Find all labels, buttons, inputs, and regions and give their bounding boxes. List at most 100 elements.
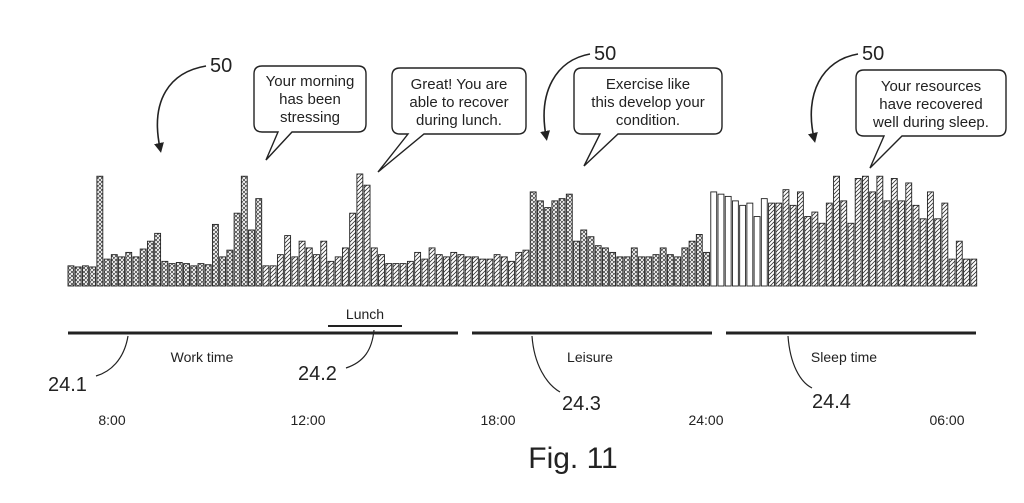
bubble-4-line-1: Your resources — [881, 78, 981, 95]
bar — [601, 247, 609, 287]
arrow-50-2-label: 50 — [594, 43, 616, 65]
bubble-2-line-1: Great! You are — [411, 76, 508, 93]
bar — [327, 260, 335, 287]
bar — [154, 232, 162, 287]
segment-leisure-ref: 24.3 — [562, 393, 601, 415]
bar — [428, 247, 436, 287]
bar — [616, 256, 624, 287]
bar — [695, 234, 703, 287]
bar — [638, 256, 645, 287]
bar — [789, 204, 797, 287]
bar — [551, 200, 559, 287]
bar — [67, 265, 75, 287]
bar — [313, 254, 320, 287]
bar — [457, 254, 465, 287]
bar — [941, 202, 949, 287]
bar — [515, 251, 523, 287]
bar — [471, 256, 479, 287]
bar — [796, 191, 804, 287]
bar — [861, 175, 869, 287]
bar — [269, 265, 277, 287]
bar — [883, 200, 891, 287]
arrow-50-1: 50 — [154, 55, 232, 153]
bar — [544, 207, 552, 287]
bar — [298, 240, 306, 287]
bar — [96, 175, 104, 287]
bar — [645, 256, 653, 287]
bar — [479, 258, 487, 287]
bar — [739, 204, 747, 287]
segment-sleep-ref: 24.4 — [812, 391, 851, 413]
bar — [710, 191, 718, 287]
bar — [775, 202, 783, 287]
bar — [753, 216, 761, 287]
bar — [125, 251, 133, 287]
lunch-marker: Lunch — [328, 306, 402, 327]
bar — [226, 249, 234, 287]
bar — [392, 263, 400, 287]
bar — [255, 198, 263, 287]
time-label-0600: 06:00 — [929, 412, 964, 428]
lunch-ref: 24.2 — [298, 329, 375, 385]
bar — [110, 254, 118, 287]
bar — [688, 240, 696, 287]
bar — [363, 184, 371, 287]
bar — [587, 236, 595, 287]
bar — [435, 254, 443, 287]
bar-series — [67, 173, 978, 287]
bar — [464, 256, 472, 287]
bar — [963, 258, 970, 287]
bubble-1-line-3: stressing — [280, 109, 340, 126]
arrow-50-2: 50 — [540, 43, 616, 141]
time-label-2400: 24:00 — [688, 412, 723, 428]
bar — [334, 256, 342, 287]
bubble-4-line-3: well during sleep. — [872, 114, 989, 131]
bar — [890, 178, 898, 287]
bar — [378, 254, 385, 287]
lunch-ref-label: 24.2 — [298, 363, 337, 385]
bar — [522, 249, 530, 287]
bar — [876, 175, 884, 287]
bubble-2: Great! You are able to recover during lu… — [377, 67, 527, 173]
bar — [919, 218, 927, 287]
bar — [183, 263, 190, 287]
time-label-1800: 18:00 — [480, 412, 515, 428]
bar — [139, 248, 147, 287]
bar — [652, 254, 660, 287]
bar — [811, 211, 819, 287]
segment-leisure-label: Leisure — [567, 349, 613, 365]
bubble-3: Exercise like this develop your conditio… — [573, 67, 723, 167]
bar — [630, 247, 638, 287]
bar — [825, 202, 833, 287]
bar — [291, 256, 299, 287]
bar — [717, 193, 725, 287]
bar — [132, 256, 140, 287]
bar — [421, 258, 429, 287]
bar — [948, 258, 956, 287]
bar — [493, 254, 501, 287]
segment-work: Work time 24.1 — [48, 331, 458, 396]
bar — [731, 200, 739, 287]
segment-sleep: Sleep time 24.4 — [726, 331, 976, 413]
bar — [970, 258, 978, 287]
bar — [385, 263, 393, 287]
bar — [414, 251, 422, 287]
bar — [146, 240, 154, 287]
bar — [804, 216, 812, 287]
bar — [305, 247, 313, 287]
bar — [905, 182, 913, 287]
bubble-1-line-2: has been — [279, 91, 341, 108]
bar — [233, 212, 241, 287]
arrow-50-3: 50 — [808, 43, 884, 143]
bar — [833, 175, 840, 287]
bar — [190, 265, 198, 287]
bar — [565, 193, 573, 287]
bubble-1: Your morning has been stressing — [253, 65, 367, 161]
bar — [847, 222, 855, 287]
segment-work-ref: 24.1 — [48, 374, 87, 396]
bubble-3-line-2: this develop your — [591, 94, 704, 111]
bar — [356, 173, 364, 287]
bar — [211, 223, 219, 287]
